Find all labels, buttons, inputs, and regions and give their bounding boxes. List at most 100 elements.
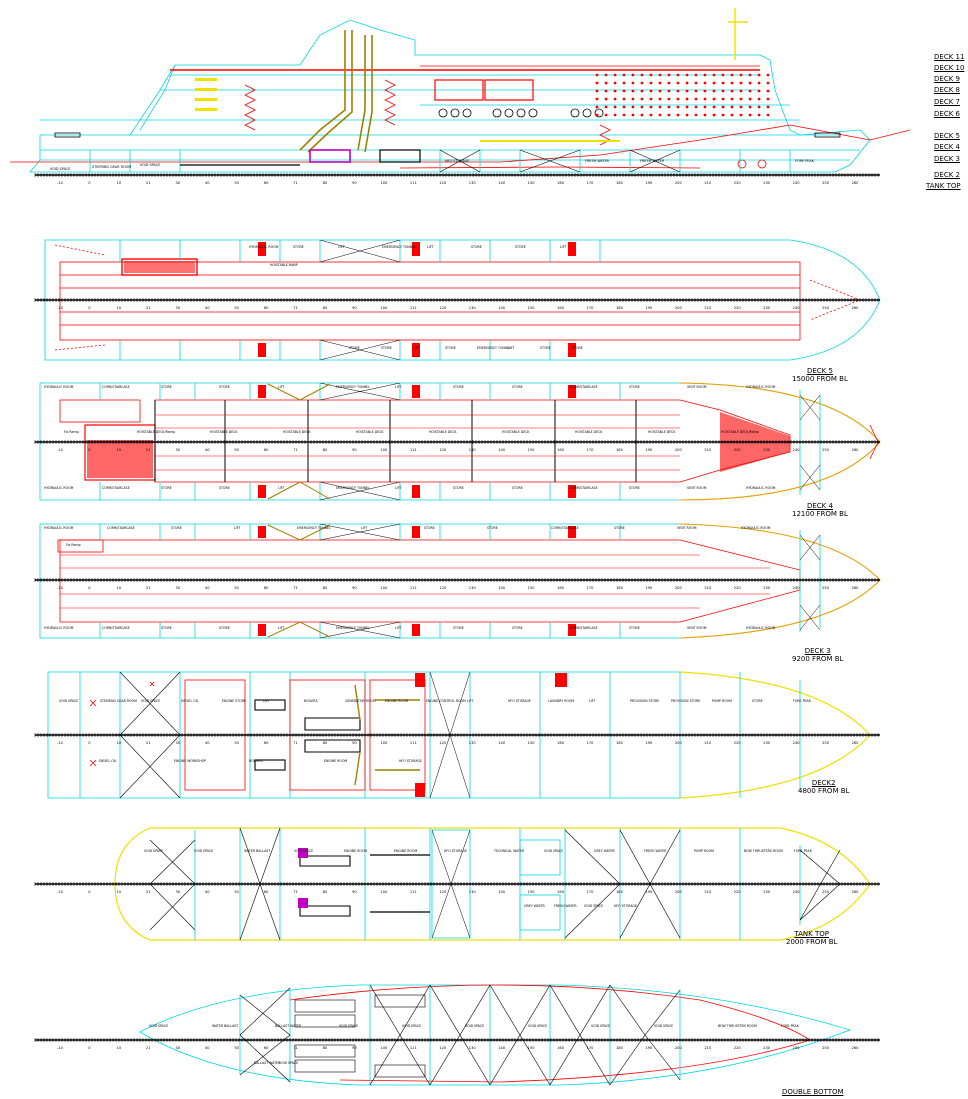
- deck3-room-label-bottom: VENT ROOM: [687, 626, 707, 630]
- deck4-room-label-bottom: STORE: [629, 486, 640, 490]
- ruler-frame-label: 90: [352, 741, 357, 745]
- ruler-frame-label: 200: [675, 448, 683, 452]
- ruler-frame-label: 210: [704, 306, 712, 310]
- ruler-frame-label: 250: [822, 890, 830, 894]
- deck3-title: DECK 3: [804, 647, 831, 655]
- deck4-room-label-bottom: HYDRAULIC ROOM: [746, 486, 776, 490]
- deck4-room-label-mid: HOISTABLE DECK/Ramp: [721, 430, 759, 434]
- ruler-frame-label: 210: [704, 586, 712, 590]
- deck2-room-label-top: HFO STORAGE: [508, 699, 531, 703]
- deck2-room-label-bottom: ENGINE WORKSHOP: [174, 759, 207, 763]
- ruler-frame-label: 220: [734, 1046, 742, 1050]
- tanktop-room-label-top: PUMP ROOM: [694, 849, 714, 853]
- deck2-room-label-top: DIESEL OIL: [181, 699, 199, 703]
- ruler-frame-label: -10: [57, 586, 64, 590]
- deck5-room-label-top: HYDRAULIC ROOM: [249, 245, 279, 249]
- ruler-frame-label: 240: [793, 741, 801, 745]
- ruler-frame-label: 230: [763, 181, 771, 185]
- deck5-plan: [44, 239, 881, 361]
- ruler-frame-label: 220: [734, 448, 742, 452]
- tanktop-room-label-top: BOW THRUSTERS ROOM: [744, 849, 783, 853]
- profile-hull-outline: [29, 19, 871, 173]
- deck5-room-label-bottom: LIFT: [508, 346, 515, 350]
- ruler-frame-label: 130: [469, 181, 477, 185]
- ruler-frame-label: 100: [380, 586, 388, 590]
- deck4-room-label-bottom: STORE: [219, 486, 230, 490]
- ruler-frame-label: 230: [763, 890, 771, 894]
- deck5-room-label-bottom: STORE: [445, 346, 456, 350]
- deck4-caption: DECK 4 12100 FROM BL: [792, 502, 848, 518]
- deck4-room-label-bottom: STORE: [161, 486, 172, 490]
- deck5-room-label-top: STORE: [515, 245, 526, 249]
- ruler-frame-label: 111: [410, 448, 417, 452]
- ruler-frame-label: 170: [587, 306, 595, 310]
- ruler-frame-label: 180: [616, 741, 624, 745]
- ruler-frame-label: 21: [146, 448, 151, 452]
- ruler-frame-label: 140: [498, 890, 506, 894]
- doublebottom-room-label-top: VOID SPACE: [654, 1024, 674, 1028]
- profile-room-3: HFO STORAGE: [445, 159, 469, 163]
- ruler-frame-label: 220: [734, 586, 742, 590]
- deck4-room-label-mid: HOISTABLE DECK: [648, 430, 676, 434]
- deck2-room-label-bottom: BOILERS: [249, 759, 263, 763]
- ruler-frame-label: 80: [323, 586, 328, 590]
- deck4-room-label-top: HYDRAULIC ROOM: [44, 385, 74, 389]
- doublebottom-title: DOUBLE BOTTOM: [782, 1088, 844, 1096]
- ruler-frame-label: 50: [234, 586, 239, 590]
- tanktop-caption: TANK TOP 2000 FROM BL: [786, 930, 837, 946]
- ruler-frame-label: 0: [88, 741, 91, 745]
- ruler-frame-label: 30: [175, 1046, 180, 1050]
- ruler-frame-label: 0: [88, 586, 91, 590]
- ruler-frame-label: 150: [528, 181, 536, 185]
- deck5-room-label-bottom: STORE: [540, 346, 551, 350]
- ruler-frame-label: 240: [793, 890, 801, 894]
- ruler-frame-label: 80: [323, 890, 328, 894]
- ruler-frame-label: 21: [146, 181, 151, 185]
- ruler-frame-label: 150: [528, 890, 536, 894]
- tanktop-room-label-top: FRESH WATER: [644, 849, 667, 853]
- deck2-room-label-bottom: ENGINE ROOM: [324, 759, 348, 763]
- tanktop-title: TANK TOP: [794, 930, 829, 938]
- ruler-frame-label: 160: [557, 1046, 565, 1050]
- ruler-frame-label: 120: [439, 586, 447, 590]
- ruler-frame-label: 200: [675, 741, 683, 745]
- ruler-frame-label: 40: [205, 741, 210, 745]
- deck2-room-label-top: ENGINE STORE: [222, 699, 246, 703]
- deck3-room-label-bottom: STORE: [161, 626, 172, 630]
- ruler-frame-label: 140: [498, 586, 506, 590]
- doublebottom-room-label-bottom: VOID SPACE: [279, 1061, 299, 1065]
- ruler-frame-label: -10: [57, 890, 64, 894]
- doublebottom-room-label-top: BALLAST WATER: [275, 1024, 302, 1028]
- ruler-frame-label: 0: [88, 890, 91, 894]
- deck3-room-label-top: STORE: [424, 526, 435, 530]
- ruler-frame-label: 190: [645, 306, 653, 310]
- doublebottom-room-label-bottom: BALLAST WATER: [254, 1061, 281, 1065]
- ruler-frame-label: 100: [380, 448, 388, 452]
- ruler-frame-label: 100: [380, 890, 388, 894]
- deck3-room-label-top: STORE: [487, 526, 498, 530]
- ruler-frame-label: 60: [264, 306, 269, 310]
- deck-level-label: DECK 2: [934, 171, 960, 179]
- deck3-room-label-mid: Fix Ramp: [66, 543, 81, 547]
- ruler-frame-label: 10: [117, 586, 122, 590]
- profile-room-0: VOID SPACE: [50, 167, 70, 171]
- ruler-frame-label: 120: [439, 306, 447, 310]
- ruler-frame-label: 60: [264, 181, 269, 185]
- deck2-room-label-top: GENERATOR ROOM: [345, 699, 376, 703]
- ruler-frame-label: 250: [822, 306, 830, 310]
- ruler-frame-label: 220: [734, 306, 742, 310]
- ruler-frame-label: 170: [587, 586, 595, 590]
- doublebottom-room-label-top: VOID SPACE: [339, 1024, 359, 1028]
- doublebottom-room-label-top: VOID SPACE: [149, 1024, 169, 1028]
- ruler-frame-label: 150: [528, 306, 536, 310]
- profile-room-labels: VOID SPACE STEERING GEAR ROOM VOID SPACE…: [50, 159, 815, 171]
- tanktop-room-label-top: VOID SPACE: [294, 849, 314, 853]
- window-grid: [590, 72, 770, 120]
- ruler-frame-label: 21: [146, 741, 151, 745]
- deck3-plan: [39, 523, 881, 639]
- deck2-room-label-top: LIFT: [589, 699, 596, 703]
- deck3-room-label-bottom: STORE: [512, 626, 523, 630]
- tanktop-room-label-top: ENGINE ROOM: [394, 849, 418, 853]
- profile-view: [10, 8, 911, 173]
- doublebottom-room-label-top: VOID SPACE: [528, 1024, 548, 1028]
